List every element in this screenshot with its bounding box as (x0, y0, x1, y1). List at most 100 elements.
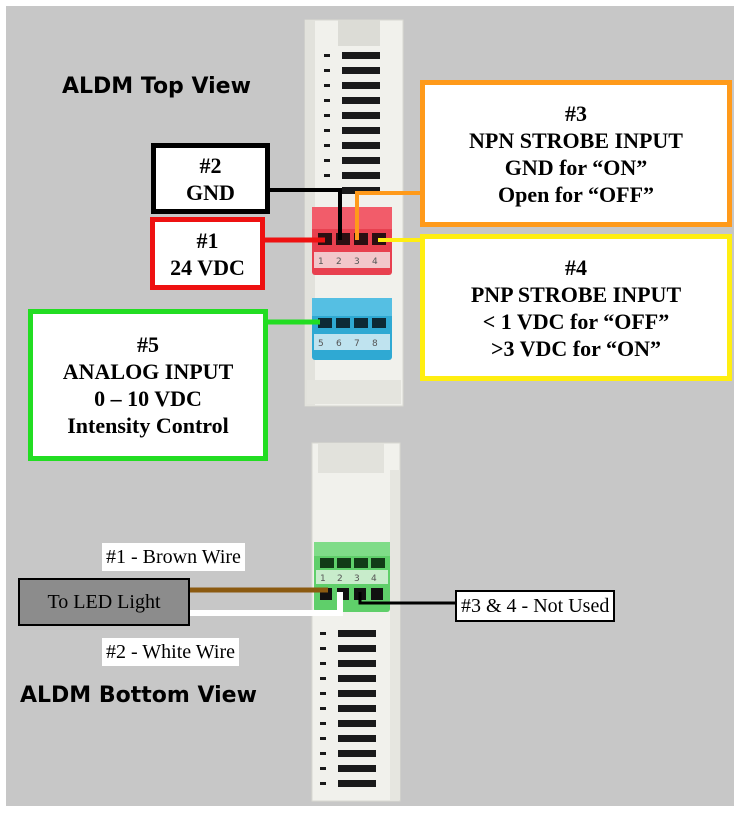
vent-slot (342, 142, 380, 149)
blue-terminal-screw-5 (318, 318, 332, 328)
green-terminal-label-strip (316, 570, 388, 584)
red-terminal-number-1: 1 (318, 257, 324, 267)
vent-notch (324, 69, 330, 72)
green-terminal-number-4: 4 (371, 574, 377, 584)
vent-notch (324, 114, 330, 117)
npn-callout-off: Open for “OFF” (497, 181, 655, 207)
green-terminal-screw-3 (354, 558, 368, 568)
gnd-callout: #2 GND (151, 143, 270, 214)
vent-notch (324, 129, 330, 132)
vent-slot (342, 52, 380, 59)
vent-notch (324, 54, 330, 57)
bottom-view-title: ALDM Bottom View (20, 683, 257, 708)
green-terminal-screw-4 (371, 558, 385, 568)
vent-notch (320, 692, 326, 695)
blue-terminal-block: 5 6 7 8 (312, 298, 392, 360)
vent-slot (338, 645, 376, 652)
top-device-vents (324, 52, 380, 194)
npn-callout-number: #3 (565, 100, 587, 126)
vent-slot (338, 630, 376, 637)
vent-slot (342, 97, 380, 104)
analog-callout-number: #5 (137, 332, 159, 357)
red-terminal-top (312, 207, 392, 229)
vent-slot (338, 675, 376, 682)
vent-notch (320, 647, 326, 650)
bottom-device-top-cap (318, 443, 384, 473)
green-terminal-block: 1 2 3 4 (314, 542, 390, 612)
vent-slot (342, 187, 380, 194)
vent-notch (324, 84, 330, 87)
blue-terminal-number-7: 7 (354, 339, 360, 349)
green-terminal-number-2: 2 (337, 574, 343, 584)
vent-notch (320, 632, 326, 635)
vdc-callout-number: #1 (196, 227, 219, 253)
gnd-leader-line (268, 188, 342, 240)
pnp-callout-on: >3 VDC for “ON” (491, 335, 661, 361)
bottom-device-side-rail (390, 470, 400, 800)
vent-slot (338, 690, 376, 697)
green-terminal-socket-4 (371, 588, 383, 600)
top-device-side-rail (305, 20, 315, 406)
vent-slot (342, 172, 380, 179)
vent-notch (320, 677, 326, 680)
vent-notch (320, 782, 326, 785)
green-terminal-number-3: 3 (354, 574, 360, 584)
vent-notch (324, 159, 330, 162)
top-view-title: ALDM Top View (62, 74, 251, 99)
red-terminal-label-strip (314, 252, 390, 268)
led-light-box: To LED Light (18, 578, 190, 626)
vent-notch (320, 767, 326, 770)
vent-slot (338, 780, 376, 787)
npn-callout-title: NPN STROBE INPUT (469, 127, 683, 153)
blue-terminal-number-8: 8 (372, 339, 378, 349)
blue-terminal-number-5: 5 (318, 339, 324, 349)
vent-slot (342, 112, 380, 119)
vent-slot (342, 67, 380, 74)
vent-notch (320, 662, 326, 665)
gnd-callout-label: GND (186, 179, 235, 205)
vdc-callout: #1 24 VDC (150, 217, 265, 290)
gnd-callout-number: #2 (199, 152, 222, 178)
analog-callout-purpose: Intensity Control (67, 413, 229, 438)
vent-slot (338, 750, 376, 757)
red-terminal-number-2: 2 (336, 257, 342, 267)
top-device-top-cap (338, 20, 380, 46)
pnp-callout-number: #4 (565, 254, 587, 280)
blue-terminal-number-6: 6 (336, 339, 342, 349)
green-terminal-screw-2 (337, 558, 351, 568)
not-used-leader-line (358, 592, 455, 605)
npn-leader-line (355, 191, 428, 240)
white-wire-label: #2 - White Wire (102, 638, 239, 666)
vent-slot (338, 765, 376, 772)
analog-callout-title: ANALOG INPUT (62, 359, 234, 384)
vent-notch (324, 99, 330, 102)
green-terminal-top (314, 542, 390, 556)
red-terminal-number-3: 3 (354, 257, 360, 267)
blue-terminal-screw-8 (372, 318, 386, 328)
top-device-base (307, 380, 401, 404)
vent-slot (338, 735, 376, 742)
pnp-callout-title: PNP STROBE INPUT (470, 281, 682, 307)
vent-slot (342, 82, 380, 89)
white-wire (180, 592, 343, 616)
pnp-callout-off: < 1 VDC for “OFF” (482, 308, 670, 334)
vent-slot (338, 660, 376, 667)
vdc-callout-label: 24 VDC (170, 254, 245, 280)
bottom-device (311, 442, 401, 802)
blue-terminal-label-strip (314, 334, 390, 350)
vent-notch (320, 752, 326, 755)
vent-slot (338, 720, 376, 727)
vent-notch (320, 722, 326, 725)
vent-notch (324, 144, 330, 147)
vent-slot (342, 127, 380, 134)
not-used-label: #3 & 4 - Not Used (455, 590, 616, 622)
brown-wire-label: #1 - Brown Wire (102, 543, 245, 571)
vent-slot (338, 705, 376, 712)
analog-input-callout: #5 ANALOG INPUT 0 – 10 VDC Intensity Con… (28, 309, 268, 461)
vent-slot (342, 157, 380, 164)
blue-terminal-screw-6 (336, 318, 350, 328)
vent-notch (324, 174, 330, 177)
analog-callout-range: 0 – 10 VDC (94, 386, 202, 411)
